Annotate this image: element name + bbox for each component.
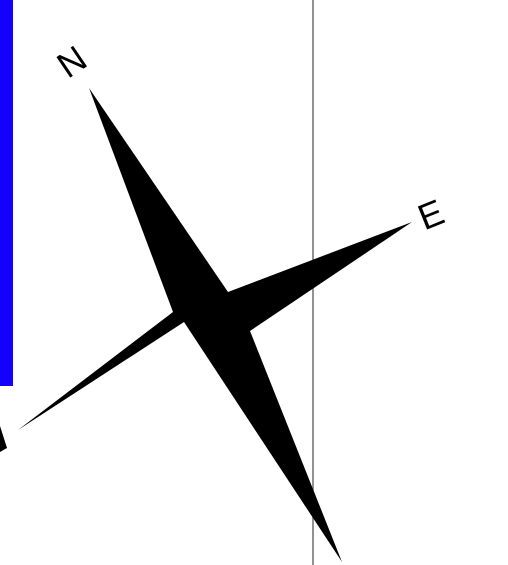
blue-panel	[0, 0, 13, 386]
compass-star-shape	[18, 88, 412, 562]
west-label-fragment	[0, 426, 7, 452]
